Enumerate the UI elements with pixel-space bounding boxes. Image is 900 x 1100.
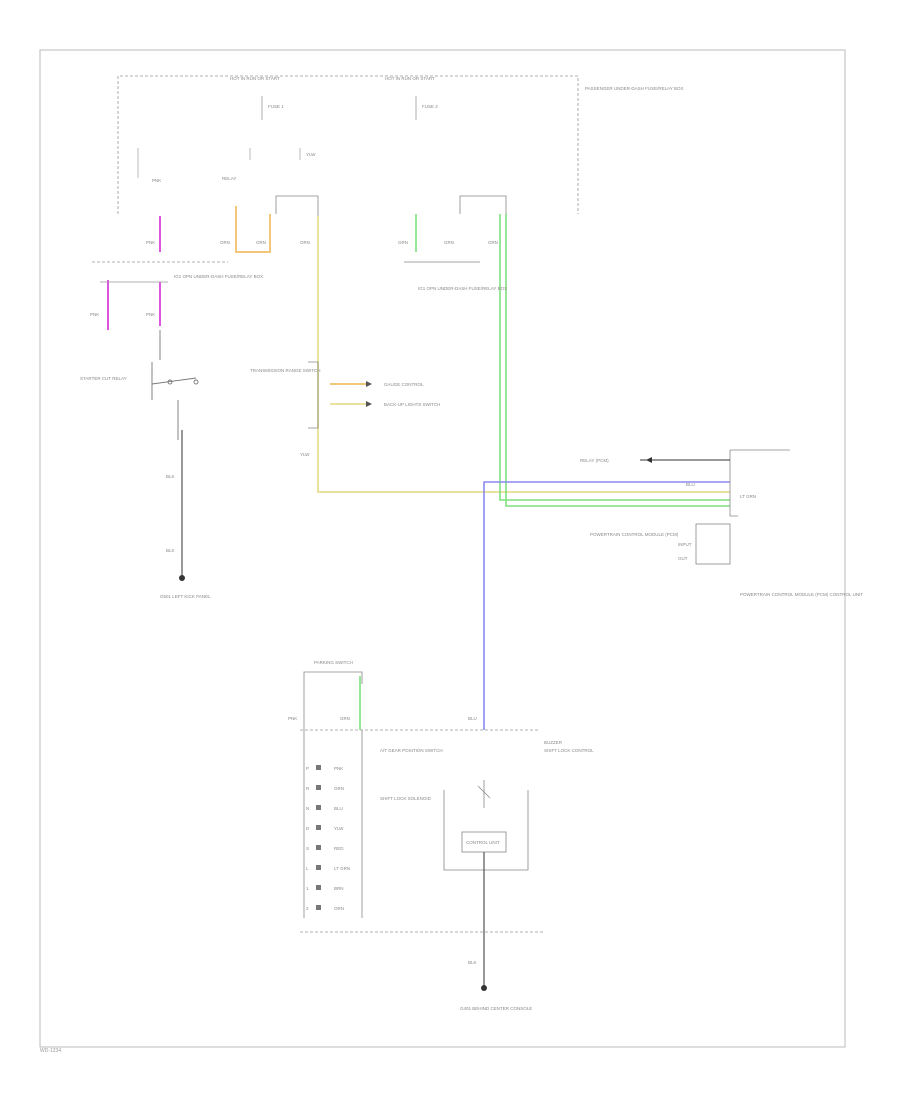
gear-position-label: 2 [306, 906, 309, 911]
shift-lock-label: SHIFT LOCK SOLENOID [380, 796, 432, 801]
diagram-frame [39, 49, 846, 1048]
trans-range-label: TRANSMISSION RANGE SWITCH [250, 368, 321, 373]
blk-label-3: BLK [468, 960, 477, 965]
gear-pin [316, 905, 321, 910]
park-col-label: PNK [288, 716, 297, 721]
gear-wire-label: RED [334, 846, 344, 851]
buzzer-sub: SHIFT LOCK CONTROL [544, 748, 594, 753]
pnk-wire-labels: PNK PNK PNK [90, 240, 155, 317]
gear-pin [316, 865, 321, 870]
wire-green [359, 214, 730, 730]
ylw-label: YLW [300, 452, 310, 457]
ground-g501 [179, 575, 185, 581]
gear-position-label: R [306, 786, 310, 791]
pcm-input: INPUT [678, 542, 692, 547]
blk-label-2: BLK [166, 548, 175, 553]
control-unit-label: CONTROL UNIT [466, 840, 500, 845]
starter-cut-label: STARTER CUT RELAY [80, 376, 127, 381]
shift-lock-box [443, 780, 529, 871]
pcm-out: OUT [678, 556, 688, 561]
blk-label-1: BLK [166, 474, 175, 479]
ig1-relay-right: IG1 OPN UNDER-DASH FUSE/RELAY BOX [418, 286, 507, 291]
gear-position-label: S [306, 846, 309, 851]
header-label-2: HOT IN RUN OR START [385, 76, 435, 81]
relay-left-label: RELAY [222, 176, 236, 181]
grn-park-label: GRN [340, 716, 350, 721]
starter-cut-switch [151, 330, 199, 440]
blu-label-top: BLU [686, 482, 695, 487]
orn-label-2: ORN [256, 240, 266, 245]
gear-wire-label: BLU [334, 806, 343, 811]
trans-outputs [330, 381, 372, 407]
gear-pin [316, 825, 321, 830]
gear-wire-label: ORN [334, 906, 344, 911]
grn-label-1: GRN [398, 240, 408, 245]
gear-wire-label: PNK [334, 766, 343, 771]
wire-yellow [317, 216, 730, 493]
wire-pink [107, 216, 161, 330]
relay-to-label: RELAY (PCM) [580, 458, 609, 463]
lt-grn-label: LT GRN [740, 494, 756, 499]
fuse-2: FUSE 2 [415, 96, 438, 120]
fuse-1: FUSE 1 [261, 96, 284, 120]
ground-g401 [481, 985, 487, 991]
gear-position-label: P [306, 766, 309, 771]
wire-orange [235, 206, 271, 253]
pcm-big-label: POWERTRAIN CONTROL MODULE (PCM) CONTROL … [740, 592, 863, 597]
at-gear-label: A/T GEAR POSITION SWITCH [380, 748, 443, 753]
parking-switch [303, 671, 363, 918]
header-label-1: HOT IN RUN OR START [230, 76, 280, 81]
park-header: PARKING SWITCH [314, 660, 353, 665]
gear-pins: P PNK R GRN N BLU D YLW S RED L LT GRN 1 BRN 2 ORN [306, 765, 350, 911]
fuse-box-outline [117, 75, 579, 214]
svg-text:PNK: PNK [146, 240, 155, 245]
gear-pin [316, 845, 321, 850]
orn-label-1: ORN [220, 240, 230, 245]
to-backup-label: BACK-UP LIGHTS SWITCH [384, 402, 440, 407]
gear-wire-label: LT GRN [334, 866, 350, 871]
gear-wire-label: BRN [334, 886, 344, 891]
gear-position-label: L [306, 866, 309, 871]
gear-wire-label: YLW [334, 826, 344, 831]
trans-range-switch [308, 361, 319, 429]
gear-pin [316, 805, 321, 810]
gear-position-label: N [306, 806, 309, 811]
pcm-label: POWERTRAIN CONTROL MODULE (PCM) [590, 532, 679, 537]
gear-pin [316, 765, 321, 770]
orn-label-3: ORN [300, 240, 310, 245]
blu-park-label: BLU [468, 716, 477, 721]
grn-label-2: GRN [444, 240, 454, 245]
gear-position-label: D [306, 826, 310, 831]
g401-label: G401 BEHIND CENTER CONSOLE [460, 1006, 532, 1011]
svg-text:PNK: PNK [146, 312, 155, 317]
to-gauge-label: GAUGE CONTROL [384, 382, 424, 387]
buzzer-title: BUZZER [544, 740, 563, 745]
gear-pin [316, 885, 321, 890]
gear-pin [316, 785, 321, 790]
grn-label-3: GRN [488, 240, 498, 245]
diagram-footer: WD-1234 [40, 1048, 62, 1054]
header-label-3: PASSENGER UNDER-DASH FUSE/RELAY BOX [585, 86, 684, 91]
pcm-connector [695, 449, 790, 565]
ylw-top-label: YLW [306, 152, 316, 157]
gear-wire-label: GRN [334, 786, 344, 791]
svg-text:FUSE 2: FUSE 2 [422, 104, 438, 109]
g501-label: G501 LEFT KICK PANEL [160, 594, 211, 599]
gear-position-label: 1 [306, 886, 309, 891]
svg-text:FUSE 1: FUSE 1 [268, 104, 284, 109]
ig1-relay-left: IG1 OPN UNDER-DASH FUSE/RELAY BOX [174, 274, 263, 279]
wire-blue [483, 481, 730, 730]
svg-text:PNK: PNK [90, 312, 99, 317]
pnk-label-1: PNK [152, 178, 161, 183]
